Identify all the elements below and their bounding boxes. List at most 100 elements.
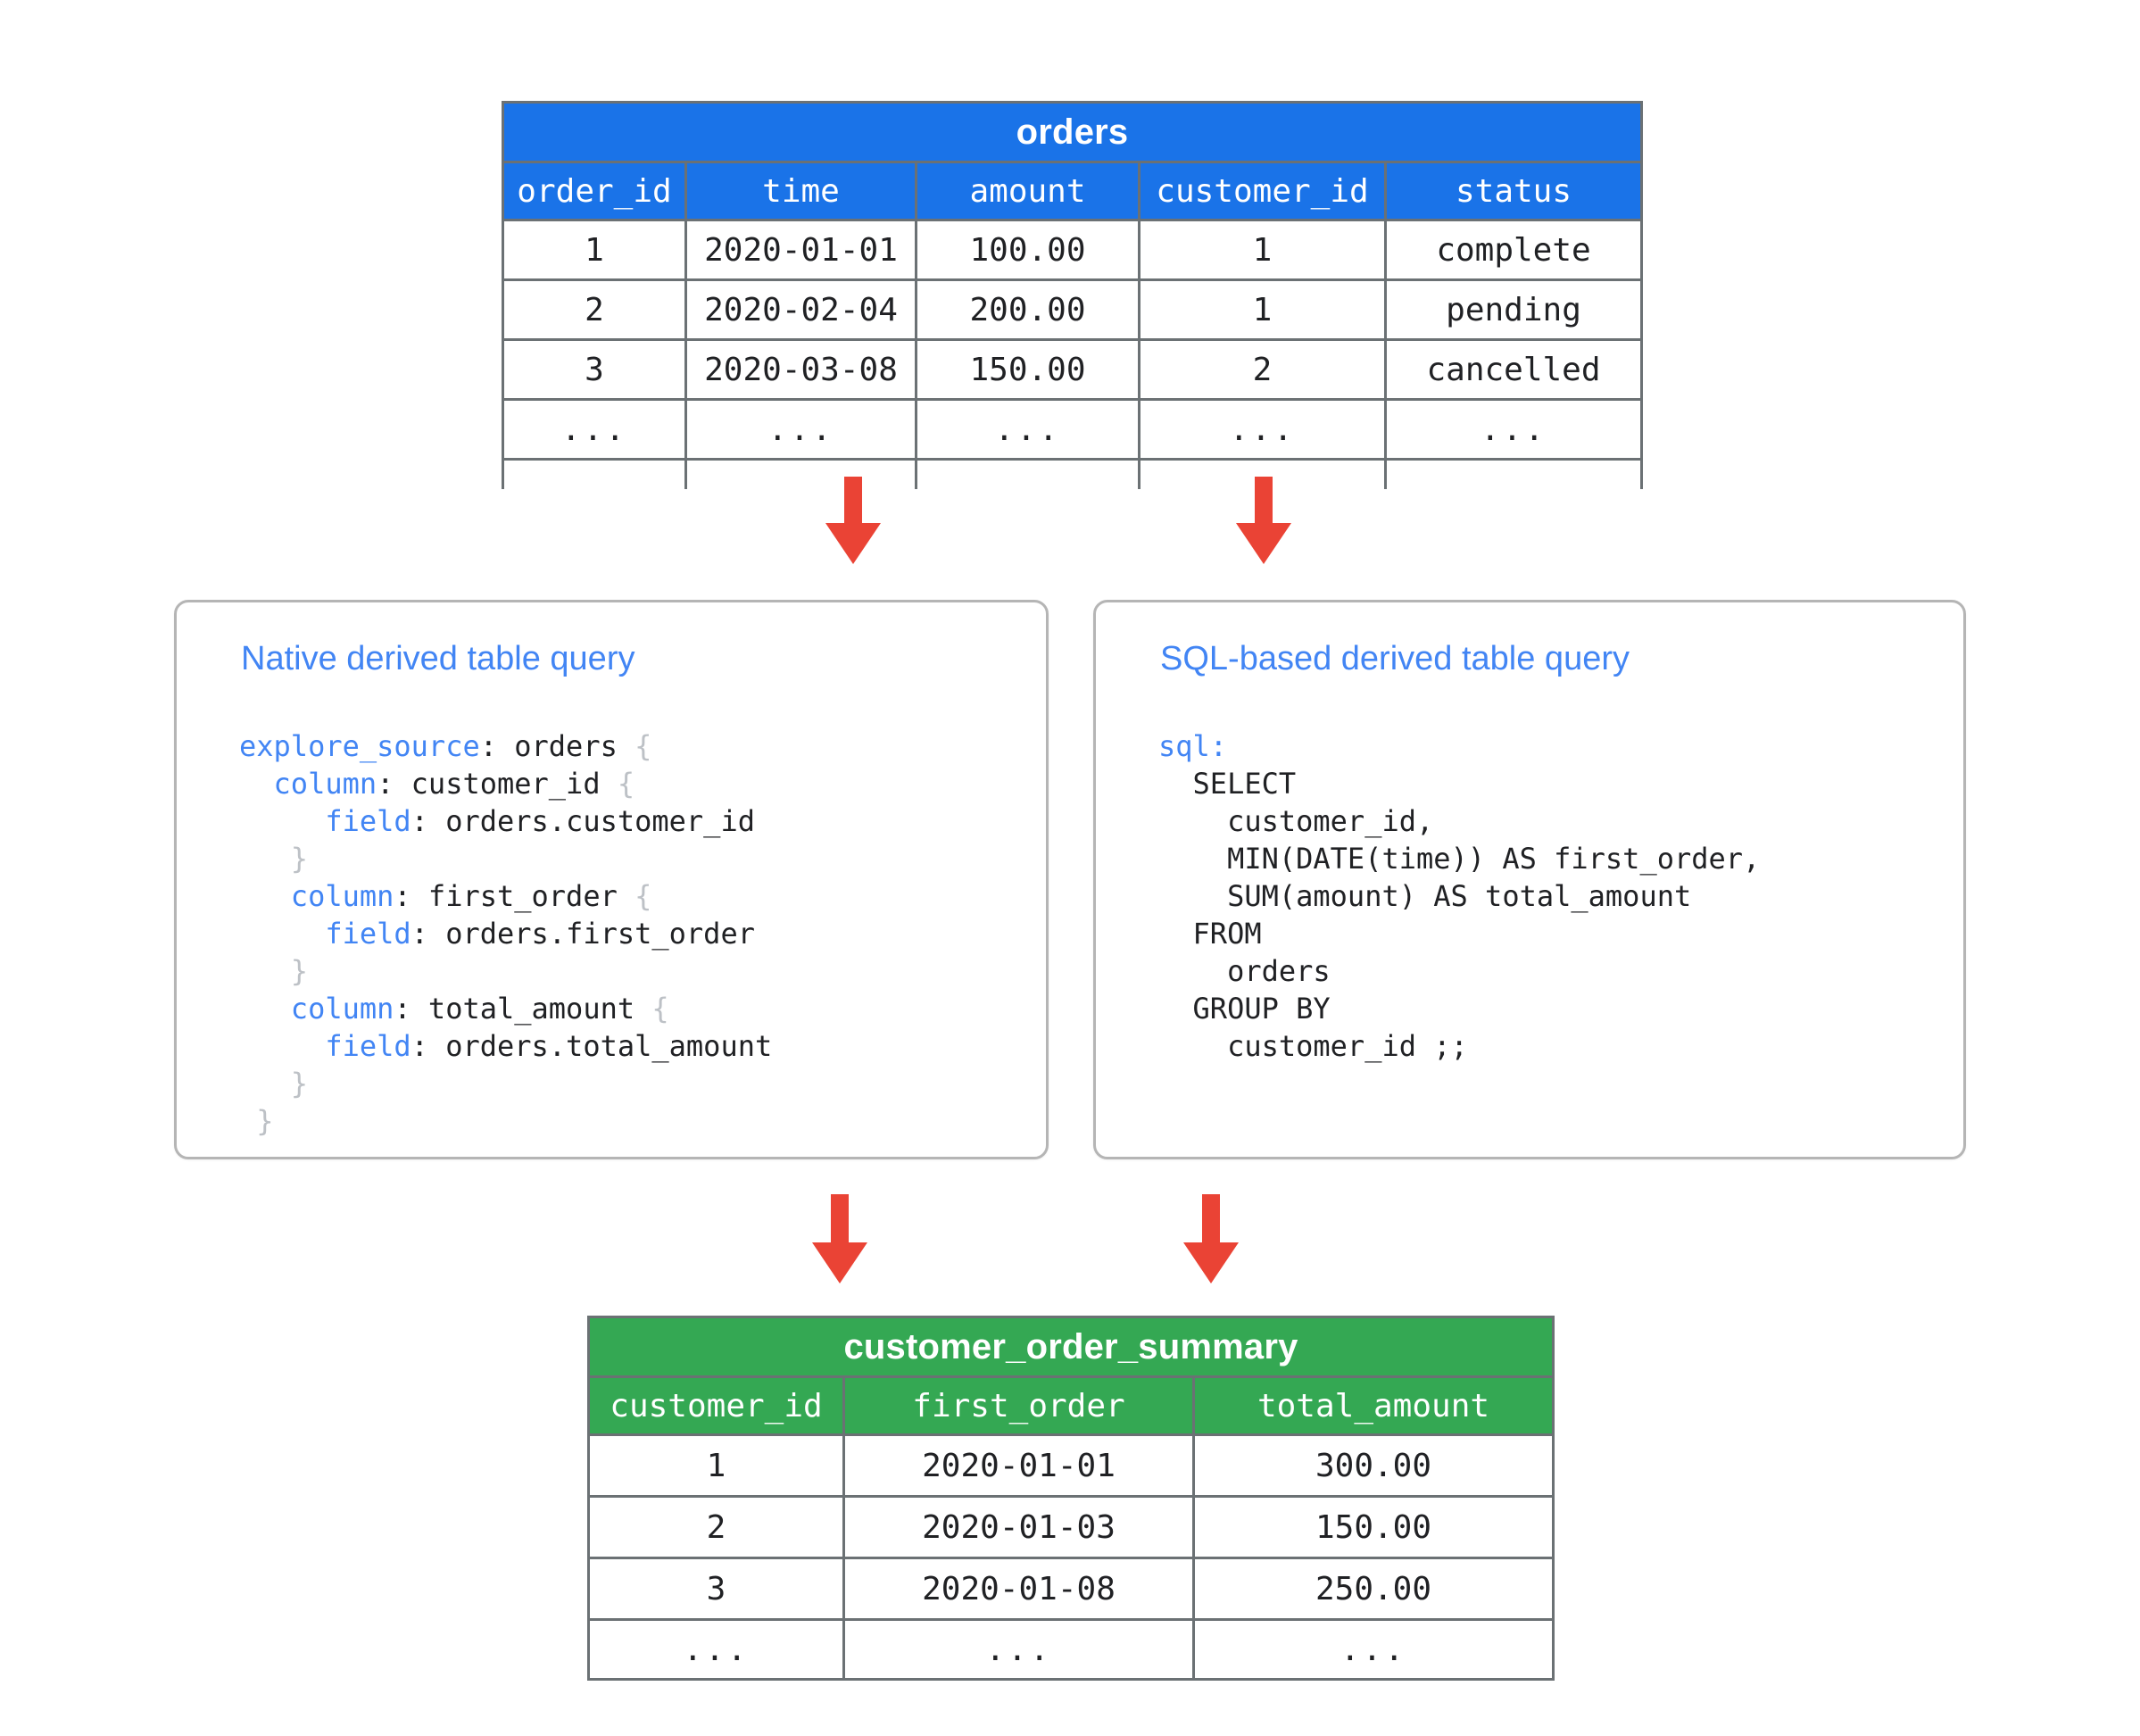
code-token: : customer_id <box>377 767 618 801</box>
summary-cell: 2020-01-08 <box>842 1557 1195 1621</box>
code-token: } <box>290 1067 309 1101</box>
arrow-shaft <box>844 477 862 525</box>
arrow-head <box>1183 1242 1239 1283</box>
orders-column-header-order-id: order_id <box>502 161 687 221</box>
arrow-shaft <box>1202 1194 1220 1244</box>
code-token <box>239 992 291 1026</box>
summary-cell-ellipsis: ... <box>842 1618 1195 1681</box>
summary-table-header-row: customer_id first_order total_amount <box>587 1375 1555 1436</box>
summary-cell-ellipsis: ... <box>587 1618 845 1681</box>
code-token: { <box>635 879 652 913</box>
summary-column-header-first-order: first_order <box>842 1375 1195 1436</box>
code-line: customer_id ;; <box>1158 1027 1945 1065</box>
code-line: MIN(DATE(time)) AS first_order, <box>1158 840 1945 877</box>
code-line: } <box>239 1065 1028 1102</box>
orders-cell: 100.00 <box>915 219 1141 281</box>
code-token: column <box>290 879 394 913</box>
orders-cell-truncated <box>684 458 917 489</box>
summary-table-body: customer_order_summary customer_id first… <box>586 1316 1555 1681</box>
orders-cell: 3 <box>502 338 687 401</box>
code-token <box>239 842 291 876</box>
orders-cell: 2 <box>502 278 687 341</box>
summary-cell: 2 <box>587 1495 845 1559</box>
code-token: } <box>290 842 309 876</box>
table-row: 3 2020-03-08 150.00 2 cancelled <box>502 338 1644 401</box>
orders-cell-ellipsis: ... <box>1138 398 1387 461</box>
native-card-title: Native derived table query <box>241 640 635 677</box>
table-row: 1 2020-01-01 100.00 1 complete <box>502 219 1644 281</box>
code-token <box>239 1104 256 1138</box>
table-row: 2 2020-01-03 150.00 <box>587 1495 1555 1559</box>
orders-cell: 2020-03-08 <box>684 338 917 401</box>
code-line: GROUP BY <box>1158 990 1945 1027</box>
code-token: field <box>325 804 411 838</box>
code-token: field <box>325 917 411 951</box>
orders-column-header-status: status <box>1383 161 1644 221</box>
code-token: sql: <box>1158 729 1228 763</box>
arrow-shaft <box>831 1194 849 1244</box>
code-token <box>239 804 325 838</box>
summary-cell: 3 <box>587 1557 845 1621</box>
code-token: SUM(amount) AS total_amount <box>1158 879 1692 913</box>
orders-table-header-row: order_id time amount customer_id status <box>502 161 1644 221</box>
arrow-down-icon-native-to-summary <box>812 1194 867 1283</box>
code-token: GROUP BY <box>1158 992 1331 1026</box>
code-token: : orders.customer_id <box>411 804 755 838</box>
code-line: } <box>239 952 1028 990</box>
code-line: customer_id, <box>1158 802 1945 840</box>
sql-code-block: sql: SELECT customer_id, MIN(DATE(time))… <box>1158 727 1945 1065</box>
code-token: { <box>617 767 635 801</box>
summary-cell: 2020-01-01 <box>842 1433 1195 1498</box>
code-line: sql: <box>1158 727 1945 765</box>
native-derived-table-card: Native derived table query explore_sourc… <box>174 600 1049 1159</box>
orders-cell: 200.00 <box>915 278 1141 341</box>
code-token: customer_id ;; <box>1158 1029 1468 1063</box>
code-line: } <box>239 1102 1028 1140</box>
sql-derived-table-card: SQL-based derived table query sql: SELEC… <box>1093 600 1966 1159</box>
code-token: } <box>290 954 309 988</box>
summary-cell-ellipsis: ... <box>1191 1618 1555 1681</box>
code-token <box>239 917 325 951</box>
orders-column-header-amount: amount <box>915 161 1141 221</box>
orders-cell-truncated <box>502 458 687 489</box>
code-line: column: customer_id { <box>239 765 1028 802</box>
code-token: { <box>635 729 652 763</box>
orders-cell: 2020-02-04 <box>684 278 917 341</box>
code-token: { <box>651 992 669 1026</box>
orders-cell-ellipsis: ... <box>502 398 687 461</box>
table-row-truncated <box>502 458 1644 489</box>
code-token: } <box>256 1104 274 1138</box>
arrow-down-icon-sql-to-summary <box>1183 1194 1239 1283</box>
summary-cell: 300.00 <box>1191 1433 1555 1498</box>
summary-cell: 2020-01-03 <box>842 1495 1195 1559</box>
code-line: orders <box>1158 952 1945 990</box>
orders-cell-truncated <box>1138 458 1387 489</box>
summary-cell: 250.00 <box>1191 1557 1555 1621</box>
code-line: } <box>239 840 1028 877</box>
arrow-shaft <box>1255 477 1273 525</box>
arrow-head <box>812 1242 867 1283</box>
code-token: : total_amount <box>394 992 652 1026</box>
orders-table-title: orders <box>501 101 1644 163</box>
native-code-block: explore_source: orders { column: custome… <box>239 727 1028 1140</box>
orders-cell: 1 <box>502 219 687 281</box>
code-token: customer_id, <box>1158 804 1434 838</box>
orders-cell-ellipsis: ... <box>915 398 1141 461</box>
orders-cell-truncated <box>1383 458 1644 489</box>
code-token: : orders <box>479 729 635 763</box>
table-row-ellipsis: ... ... ... ... ... <box>502 398 1644 461</box>
summary-cell: 150.00 <box>1191 1495 1555 1559</box>
code-token <box>239 954 291 988</box>
orders-cell: 150.00 <box>915 338 1141 401</box>
orders-cell: cancelled <box>1383 338 1644 401</box>
arrow-down-icon-orders-to-native <box>825 477 881 564</box>
orders-column-header-time: time <box>684 161 917 221</box>
orders-table: orders order_id time amount customer_id … <box>501 101 1644 489</box>
orders-cell: pending <box>1383 278 1644 341</box>
orders-cell: 1 <box>1138 278 1387 341</box>
code-line: column: first_order { <box>239 877 1028 915</box>
code-line: SUM(amount) AS total_amount <box>1158 877 1945 915</box>
table-row: 3 2020-01-08 250.00 <box>587 1557 1555 1621</box>
orders-table-title-row: orders <box>501 101 1644 163</box>
